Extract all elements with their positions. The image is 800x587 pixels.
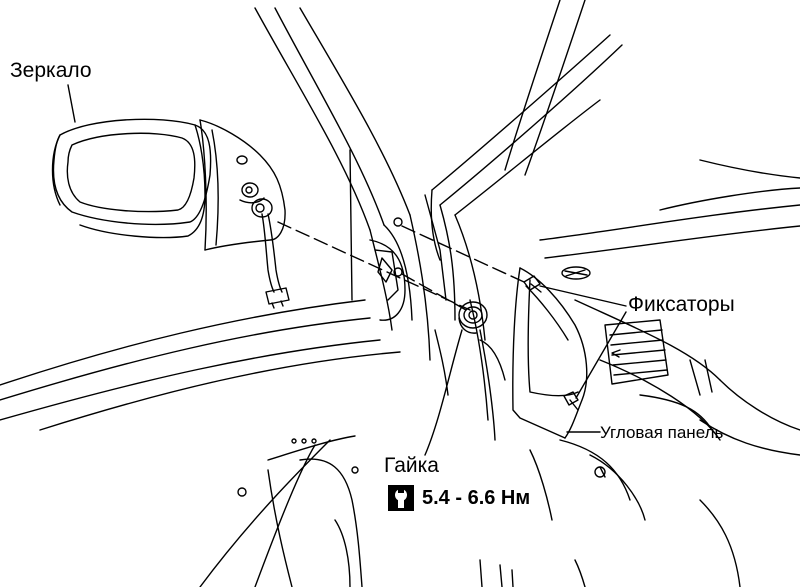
clips-label: Фиксаторы xyxy=(628,293,735,316)
corner-panel-label: Угловая панель xyxy=(600,423,724,442)
nut-part xyxy=(424,301,488,456)
door-frame xyxy=(0,7,431,587)
assembly-guide-lines xyxy=(277,221,525,311)
mirror-label: Зеркало xyxy=(10,59,92,82)
torque-spec: 5.4 - 6.6 Нм xyxy=(388,484,530,512)
mirror-assembly xyxy=(51,84,290,309)
torque-wrench-icon xyxy=(388,485,414,511)
torque-value: 5.4 - 6.6 Нм xyxy=(422,486,531,509)
nut-label: Гайка xyxy=(384,454,439,477)
windshield-lines xyxy=(424,0,800,587)
corner-panel-part xyxy=(512,267,627,439)
